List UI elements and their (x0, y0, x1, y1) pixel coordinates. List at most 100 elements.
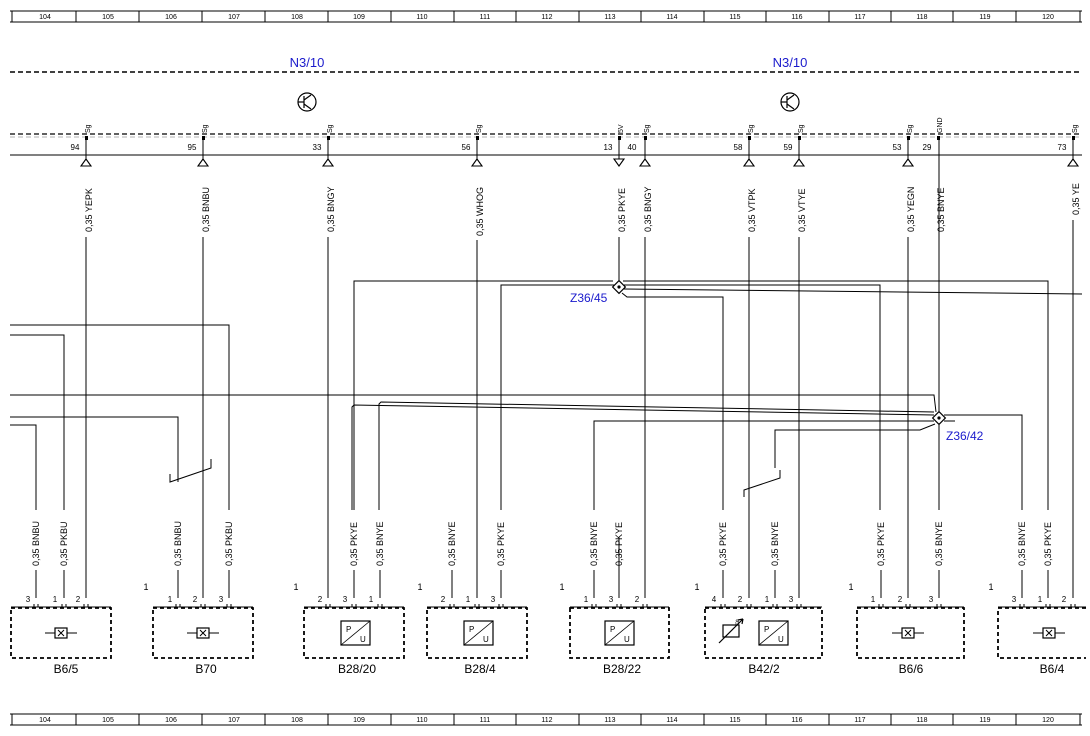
pin-number: 40 (628, 143, 637, 152)
wire-label: 0,35 YE (1071, 183, 1081, 215)
pin-number: 1 (466, 595, 471, 604)
grid-label: 117 (854, 717, 865, 724)
grid-label: 116 (791, 717, 802, 724)
pin-number: 1 (765, 595, 770, 604)
grid-label: 119 (979, 717, 990, 724)
grid-label: 109 (353, 717, 365, 724)
sensor-p-label: P (346, 625, 351, 634)
pin-number: 3 (491, 595, 496, 604)
temperature-sensor-icon: ϑ (718, 618, 744, 644)
pin-signal: Sg (202, 124, 209, 133)
grid-label: 108 (291, 717, 303, 724)
component-label: B6/4 (1040, 662, 1065, 676)
wire-label: 0,35 BNYE (589, 521, 599, 566)
pin-number: 56 (462, 143, 471, 152)
wire-label: 0,35 PKYE (718, 522, 728, 566)
sensor-u-label: U (624, 635, 630, 644)
component-b42-2: 0,35 PKYE 0,35 BNYE 1 4 2 1 3 ϑ P U B42/… (694, 521, 823, 676)
pin-number: 4 (712, 595, 717, 604)
module-pin: Sg 33 0,35 BNGY (313, 124, 336, 232)
hall-sensor-icon (892, 627, 924, 639)
component-b6-4: 0,35 BNYE 0,35 PKYE 1 3 1 2 B6/4 (988, 521, 1086, 676)
pressure-sensor-icon: P U (463, 620, 494, 646)
pin-number: 1 (584, 595, 589, 604)
pin-number: 3 (929, 595, 934, 604)
splice-z36-45: Z36/45 (570, 279, 627, 305)
grid-label: 116 (791, 14, 802, 21)
wire-label: 0,35 VTPK (747, 188, 757, 232)
module-pin: Sg 56 0,35 WHOG (462, 124, 485, 236)
module-label: N3/10 (290, 55, 325, 70)
module-pin: Sg 58 0,35 VTPK (734, 124, 757, 232)
wire-label: 0,35 BNGY (643, 186, 653, 232)
pin-number: 2 (441, 595, 446, 604)
grid-label: 119 (979, 14, 990, 21)
sensor-u-label: U (778, 635, 784, 644)
grid-label: 108 (291, 14, 303, 21)
pin-number: 3 (343, 595, 348, 604)
sensor-p-label: P (469, 625, 474, 634)
sensor-p-label: P (610, 625, 615, 634)
pin-number: 2 (635, 595, 640, 604)
pin-number: 3 (26, 595, 31, 604)
component-marker: 1 (293, 582, 298, 592)
sensor-u-label: U (483, 635, 489, 644)
pin-number: 1 (1038, 595, 1043, 604)
wire-label: 0,35 BNYE (447, 521, 457, 566)
component-label: B28/20 (338, 662, 376, 676)
pin-number: 2 (76, 595, 81, 604)
transistor-icon (780, 92, 800, 112)
grid-label: 106 (165, 14, 177, 21)
wiring (10, 140, 1083, 598)
component-label: B42/2 (748, 662, 780, 676)
component-label: B70 (195, 662, 217, 676)
wire-label: 0,35 PKBU (224, 521, 234, 566)
component-marker: 1 (143, 582, 148, 592)
component-b28-4: 0,35 BNYE 0,35 PKYE 1 2 1 3 P U B28/4 (417, 521, 528, 676)
pin-number: 1 (168, 595, 173, 604)
pressure-sensor-icon: P U (604, 620, 635, 646)
pin-number: 58 (734, 143, 743, 152)
pin-number: 33 (313, 143, 322, 152)
pin-signal: GND (937, 117, 944, 133)
pin-number: 53 (893, 143, 902, 152)
component-marker: 1 (559, 582, 564, 592)
wire-label: 0,35 BNYE (770, 521, 780, 566)
pin-signal: Sg (476, 124, 483, 133)
wire-label: 0,35 BNYE (375, 521, 385, 566)
wire-label: 0,35 PKYE (349, 522, 359, 566)
component-marker: 1 (988, 582, 993, 592)
component-b28-22: 0,35 BNYE 0,35 PKYE 1 1 3 2 P U B28/22 (559, 521, 670, 676)
wire-label: 0,35 WHOG (475, 187, 485, 236)
component-b6-6: 0,35 PKYE 0,35 BNYE 1 1 2 3 B6/6 (848, 521, 965, 676)
wire-label: 0,35 YEGN (906, 187, 916, 232)
grid-label: 111 (480, 717, 491, 724)
grid-label: 115 (729, 14, 740, 21)
pin-number: 1 (871, 595, 876, 604)
wire-label: 0,35 BNBU (173, 521, 183, 566)
pin-signal: Sg (1072, 124, 1079, 133)
grid-label: 117 (854, 14, 865, 21)
component-label: B6/6 (899, 662, 924, 676)
pin-number: 2 (898, 595, 903, 604)
component-label: B28/4 (464, 662, 496, 676)
grid-label: 107 (228, 717, 240, 724)
top-grid-ruler: 104 105 106 107 108 109 110 111 112 113 … (10, 10, 1082, 23)
wire-label: 0,35 PKYE (876, 522, 886, 566)
hall-sensor-icon (187, 627, 219, 639)
pin-number: 1 (53, 595, 58, 604)
grid-label: 120 (1042, 717, 1054, 724)
bottom-grid-ruler: 104 105 106 107 108 109 110 111 112 113 … (10, 713, 1082, 726)
module-pin: Sg 73 0,35 YE (1058, 124, 1081, 215)
grid-label: 104 (39, 14, 51, 21)
grid-label: 115 (729, 717, 740, 724)
component-marker: 1 (848, 582, 853, 592)
sensor-p-label: P (764, 625, 769, 634)
splice-label: Z36/45 (570, 291, 608, 305)
wire-label: 0,35 BNBU (31, 521, 41, 566)
wire-label: 0,35 PKYE (496, 522, 506, 566)
pin-number: 59 (784, 143, 793, 152)
wire-label: 0,35 BNYE (936, 187, 946, 232)
wire-label: 0,35 PKYE (617, 188, 627, 232)
pin-number: 3 (609, 595, 614, 604)
